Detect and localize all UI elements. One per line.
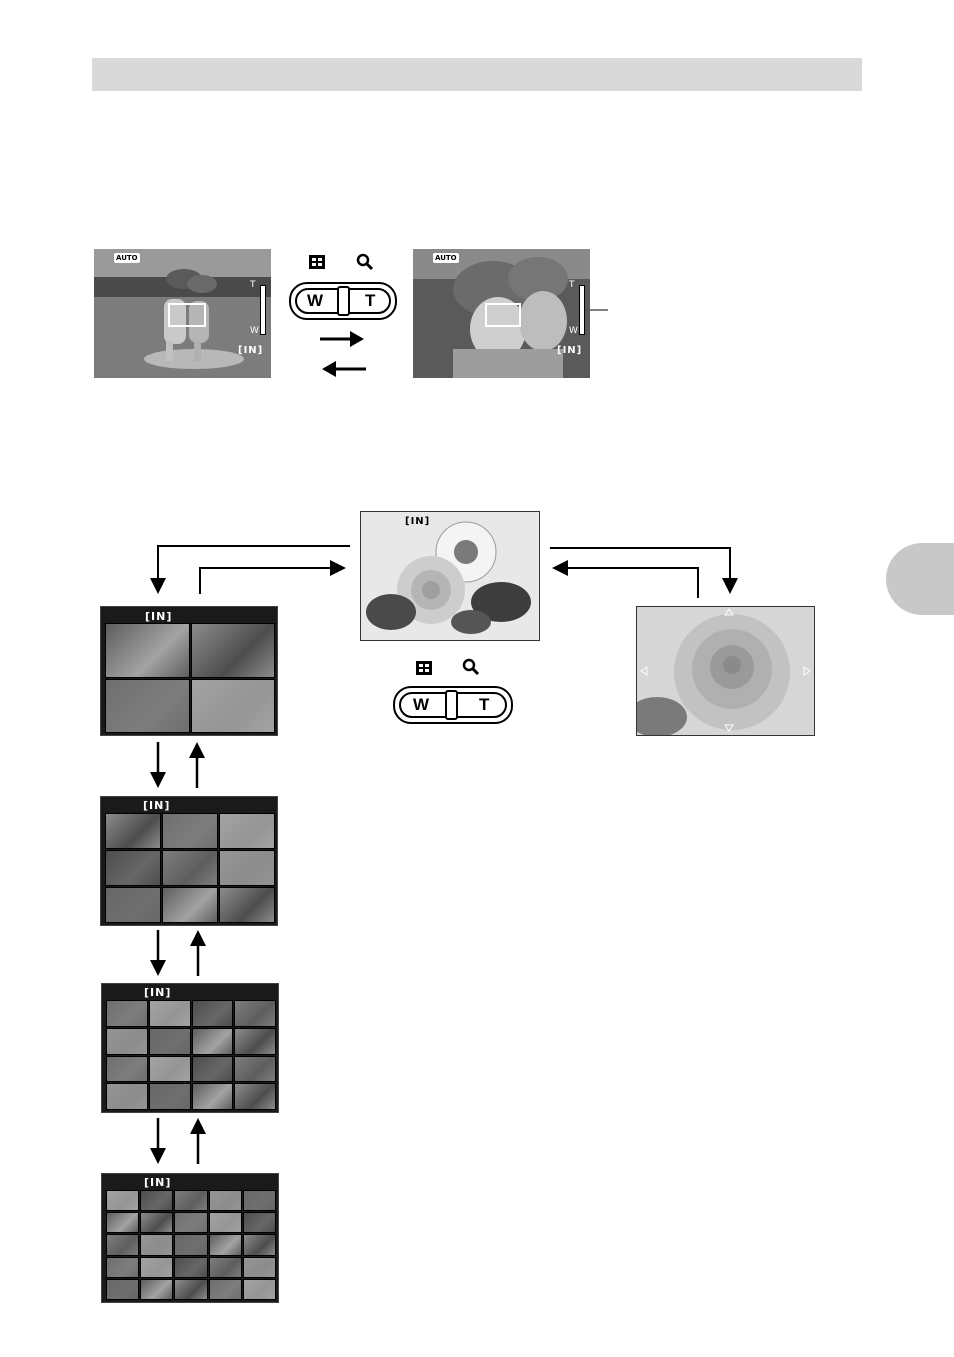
flow-arrows bbox=[0, 0, 954, 1357]
